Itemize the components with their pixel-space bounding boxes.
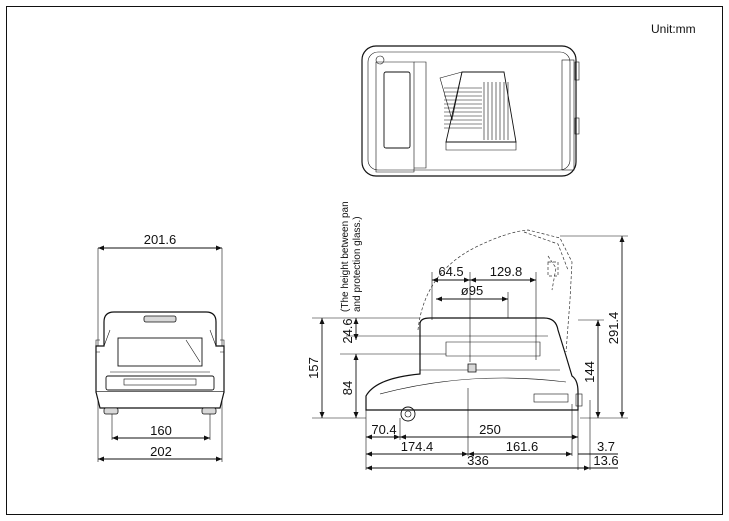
note-line-2: and protection glass.) [352,216,363,312]
dim-closed-height: 144 [582,361,597,383]
front-view [95,248,225,462]
side-view [312,229,628,471]
dim-front-base-width: 202 [150,444,172,459]
dim-foot-offset: 70.4 [371,422,396,437]
dim-side-height-157: 157 [306,357,321,379]
unit-label: Unit:mm [651,22,696,36]
dim-center-left: 174.4 [401,439,434,454]
dim-rear-a: 3.7 [597,439,615,454]
dim-glass-gap: 24.6 [340,318,355,343]
dim-rear-b: 13.6 [593,453,618,468]
dim-depth-total: 336 [467,453,489,468]
note-line-1: (The height between pan [340,201,351,312]
dim-open-height: 291.4 [606,312,621,345]
top-view [361,45,580,177]
dim-base-height: 84 [340,381,355,395]
drawing-frame [6,6,723,515]
dim-foot-span: 250 [479,422,501,437]
dim-front-pan-width: 160 [150,423,172,438]
dim-pan-diameter: ø95 [461,283,483,298]
dim-front-top-width: 201.6 [144,232,177,247]
front-view-dimensions [98,245,222,462]
dim-offset-a: 64.5 [438,264,463,279]
dim-center-right: 161.6 [506,439,539,454]
dim-offset-b: 129.8 [490,264,523,279]
